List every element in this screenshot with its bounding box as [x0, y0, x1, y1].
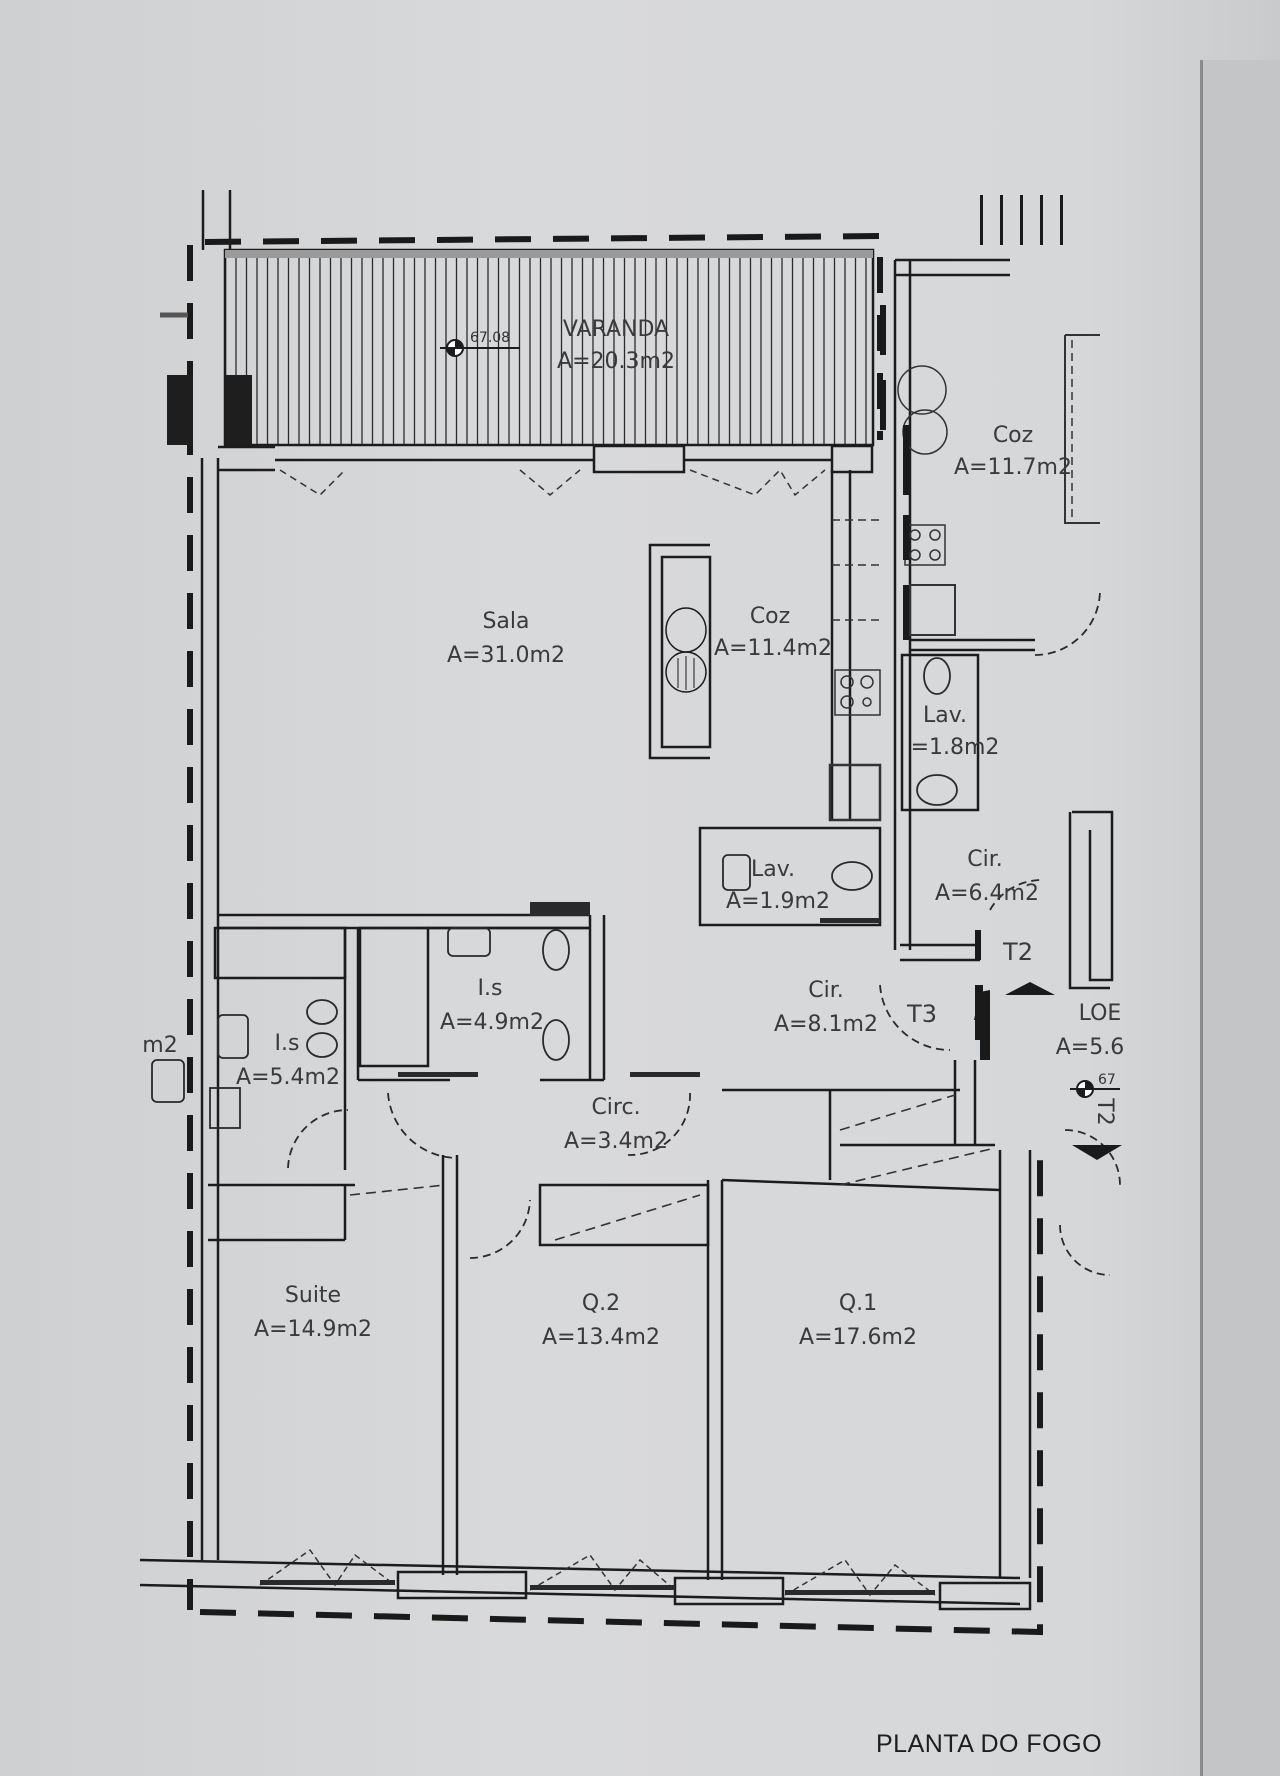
page-shadow: [1203, 60, 1280, 1776]
window-marks-right: [880, 195, 1063, 1040]
kitchen-counter-right: [897, 334, 1100, 636]
sala-windows: [279, 468, 826, 497]
section-arrow-t2-down: T2: [1072, 1097, 1122, 1160]
svg-text:Cir.: Cir.: [808, 978, 844, 1003]
svg-text:Sala: Sala: [482, 609, 529, 634]
elevation-marker-varanda: 67.08: [440, 330, 520, 357]
svg-text:m2: m2: [142, 1033, 177, 1058]
kitchen-island: [648, 543, 712, 760]
door-swings: [287, 589, 1121, 1276]
elevation-marker-right: 67: [1070, 1072, 1120, 1098]
bathroom-fixtures: [151, 657, 958, 1129]
svg-text:T3: T3: [906, 1000, 937, 1028]
room-cir-center: Cir. A=8.1m2: [774, 978, 878, 1037]
varanda-balcony: [160, 248, 875, 447]
svg-text:A=5.4m2: A=5.4m2: [236, 1065, 340, 1090]
room-varanda: VARANDA A=20.3m2: [557, 317, 675, 374]
room-is-center: I.s A=4.9m2: [440, 976, 544, 1035]
svg-text:Cir.: Cir.: [967, 847, 1003, 872]
svg-text:Suite: Suite: [285, 1283, 341, 1308]
room-cir-right: Cir. A=6.4m2: [935, 847, 1039, 906]
room-coz-right: Coz A=11.7m2: [954, 423, 1072, 480]
drawing-title: PLANTA DO FOGO: [876, 1730, 1103, 1758]
exterior-walls: [139, 190, 1032, 1611]
room-is-left: I.s A=5.4m2: [236, 1031, 340, 1090]
page-edge: [1200, 60, 1203, 1776]
room-circ: Circ. A=3.4m2: [564, 1095, 668, 1154]
svg-text:Q.2: Q.2: [582, 1291, 620, 1316]
wardrobes: [349, 1094, 996, 1241]
svg-text:I.s: I.s: [275, 1031, 300, 1056]
room-partial-left: m2: [142, 1033, 177, 1058]
svg-text:VARANDA: VARANDA: [563, 317, 669, 342]
svg-text:LOE: LOE: [1079, 1001, 1122, 1026]
svg-text:Circ.: Circ.: [591, 1095, 640, 1120]
svg-text:A=1.9m2: A=1.9m2: [726, 889, 830, 914]
svg-text:Coz: Coz: [993, 423, 1033, 448]
room-suite: Suite A=14.9m2: [254, 1283, 372, 1342]
svg-text:A=11.7m2: A=11.7m2: [954, 455, 1072, 480]
svg-text:A=17.6m2: A=17.6m2: [799, 1325, 917, 1350]
svg-text:Lav.: Lav.: [923, 703, 967, 728]
svg-text:Q.1: Q.1: [839, 1291, 877, 1316]
room-lav-right: Lav. =1.8m2: [911, 703, 1000, 760]
property-boundary: [187, 232, 1043, 1636]
svg-text:A=4.9m2: A=4.9m2: [440, 1010, 544, 1035]
svg-text:A=8.1m2: A=8.1m2: [774, 1012, 878, 1037]
room-q1: Q.1 A=17.6m2: [799, 1291, 917, 1350]
svg-text:A=5.6: A=5.6: [1056, 1035, 1124, 1060]
section-arrow-t2-up: T2: [1002, 938, 1055, 995]
kitchen-counter-center: [828, 519, 882, 822]
svg-text:Coz: Coz: [750, 604, 790, 629]
svg-text:T2: T2: [1002, 938, 1033, 966]
svg-text:A=3.4m2: A=3.4m2: [564, 1129, 668, 1154]
interior-walls: [208, 258, 1114, 1580]
room-loe: LOE A=5.6: [1056, 1001, 1124, 1060]
svg-text:A=20.3m2: A=20.3m2: [557, 349, 675, 374]
svg-text:A=11.4m2: A=11.4m2: [714, 636, 832, 661]
room-lav-center: Lav. A=1.9m2: [726, 857, 830, 914]
svg-text:=1.8m2: =1.8m2: [911, 735, 1000, 760]
svg-text:T2: T2: [1092, 1097, 1117, 1125]
svg-text:A=13.4m2: A=13.4m2: [542, 1325, 660, 1350]
svg-text:A=31.0m2: A=31.0m2: [447, 643, 565, 668]
sliding-doors: [398, 902, 880, 1077]
svg-text:67.08: 67.08: [470, 330, 510, 346]
svg-text:A=14.9m2: A=14.9m2: [254, 1317, 372, 1342]
room-coz-island: Coz A=11.4m2: [714, 604, 832, 661]
svg-text:A=6.4m2: A=6.4m2: [935, 881, 1039, 906]
bedroom-window-sills: [260, 1580, 935, 1595]
svg-text:67: 67: [1098, 1072, 1116, 1088]
svg-text:I.s: I.s: [478, 976, 503, 1001]
room-sala: Sala A=31.0m2: [447, 609, 565, 668]
room-q2: Q.2 A=13.4m2: [542, 1291, 660, 1350]
svg-text:Lav.: Lav.: [751, 857, 795, 882]
section-label-t3: T3: [906, 990, 990, 1060]
